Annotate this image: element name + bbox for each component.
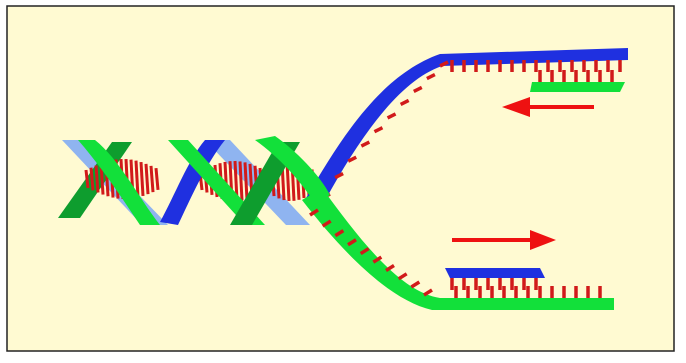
helix-ribbon-green-1: [78, 140, 160, 225]
base-pair: [359, 247, 370, 256]
upper-direction-arrow-left: [502, 97, 594, 117]
lower-replication-fork: [302, 188, 614, 310]
base-pair: [426, 73, 436, 81]
base-pair: [134, 160, 140, 198]
base-pair: [423, 288, 433, 297]
upper-replication-fork: [306, 48, 628, 210]
lower-new-strand-bases: [450, 278, 538, 290]
base-pair: [397, 272, 408, 281]
upper-arrow-head: [502, 97, 530, 117]
helix-ribbon-blue-1: [160, 140, 225, 225]
base-pair: [334, 172, 344, 180]
lower-arrow-head: [530, 230, 556, 250]
base-pair: [139, 161, 145, 197]
base-pair: [243, 162, 249, 200]
lower-strand-bases: [309, 208, 602, 298]
base-pair: [89, 167, 95, 191]
base-pair: [334, 229, 345, 238]
base-pair: [410, 280, 421, 289]
base-pair: [144, 163, 150, 195]
base-pair: [360, 140, 371, 148]
upper-parent-strand-blue: [306, 48, 628, 210]
base-pair: [385, 264, 395, 273]
lower-direction-arrow-right: [452, 230, 556, 250]
upper-new-strand-green: [530, 82, 625, 92]
helix-ribbon-green-3: [255, 136, 330, 205]
base-pair: [372, 255, 383, 264]
base-pair: [412, 85, 423, 93]
base-pair: [238, 161, 244, 201]
upper-new-strand-bases: [538, 70, 614, 82]
double-helix-front-strands: [78, 136, 330, 225]
base-pair: [386, 112, 397, 120]
base-pair: [373, 126, 384, 134]
lower-parent-strand-green: [302, 188, 614, 310]
base-pair: [347, 238, 357, 247]
base-pair: [399, 98, 410, 107]
lower-new-strand-blue: [445, 268, 545, 278]
helix-ribbon-green-2: [168, 140, 265, 225]
base-pair: [347, 155, 358, 163]
base-pair: [94, 165, 100, 193]
base-pair: [321, 219, 332, 228]
base-pair: [84, 169, 90, 189]
base-pair: [439, 60, 449, 68]
base-pair: [149, 165, 155, 193]
base-pair: [154, 168, 160, 190]
base-pair: [309, 208, 319, 217]
